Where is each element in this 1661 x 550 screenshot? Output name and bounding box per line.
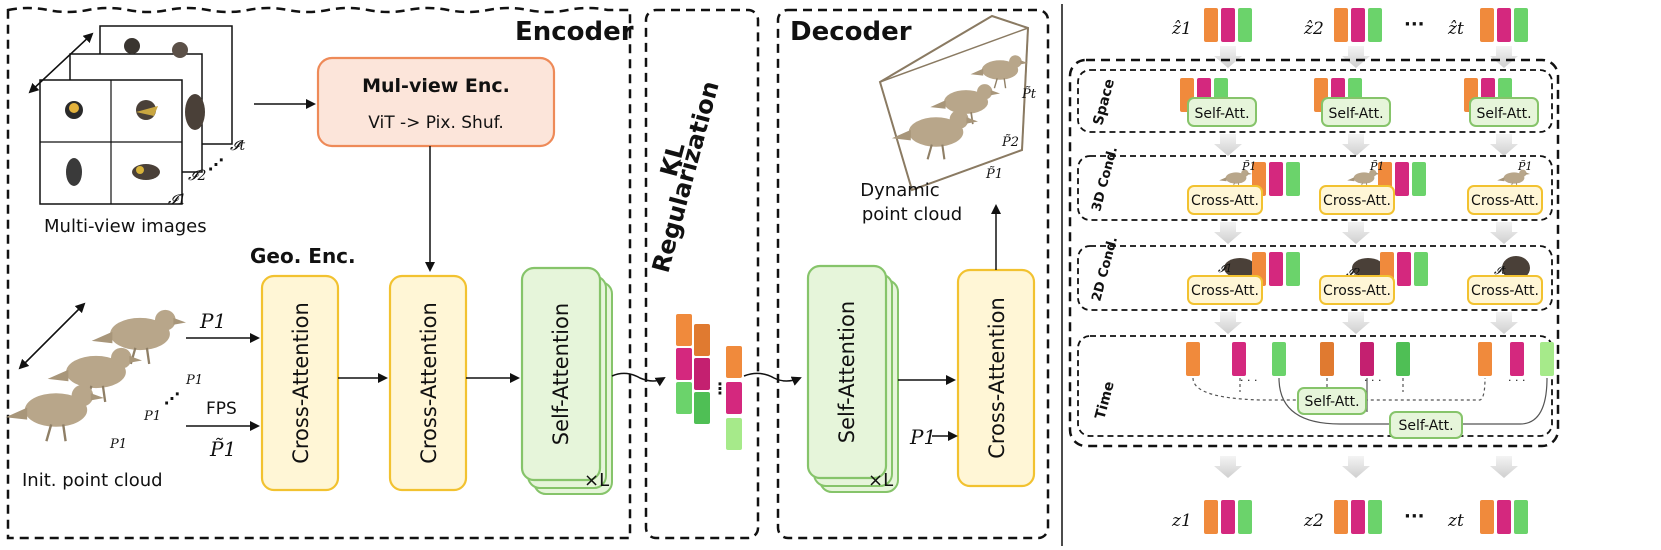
init-caption: Init. point cloud	[22, 470, 163, 491]
decoder-panel: Decoder P̃t P̃2 P̃1 Dynamic point cloud …	[776, 8, 1050, 540]
cond3d-block-2: Cross-Att.	[1323, 193, 1391, 209]
p1-tilde-input-label: P̃1	[209, 437, 236, 461]
top-token-2: ẑ2	[1303, 19, 1324, 39]
space-row: Space Self-Att. Self-Att. Self-Att.	[1077, 69, 1553, 133]
space-row-label: Space	[1090, 77, 1118, 127]
time-row-label: Time	[1092, 380, 1117, 421]
decoder-cross-attention: Cross-Attention	[956, 268, 1036, 488]
time-block-1: Self-Att.	[1304, 394, 1359, 410]
multiview-images: 𝓘1 𝓘2 ⋰ 𝓘t	[28, 25, 245, 208]
dynamic-point-cloud: P̃t P̃2 P̃1	[878, 14, 1037, 192]
mvenc-title: Mul-view Enc.	[362, 75, 510, 97]
latent-ellipsis: ⋮	[712, 379, 728, 398]
dyn-caption-1: Dynamic	[860, 180, 939, 201]
bottom-ellipsis: ···	[1404, 506, 1425, 527]
cond2d-tag-3: 𝓘t	[1494, 264, 1506, 277]
top-ellipsis: ···	[1404, 14, 1425, 35]
dec-p1-label: P1	[909, 425, 936, 449]
pc-label-3: P1	[109, 437, 127, 452]
decoder-self-attention-stack: Self-Attention ×L	[806, 264, 899, 493]
ptilde-1: P̃1	[985, 166, 1003, 182]
dyn-caption-2: point cloud	[862, 204, 962, 225]
p1-input-label: P1	[199, 309, 226, 333]
init-point-cloud: P1 P1 ⋰ P1	[4, 302, 203, 452]
ptilde-2: P̃2	[1001, 134, 1019, 150]
bottom-token-2: z2	[1303, 511, 1324, 531]
fps-label: FPS	[206, 399, 237, 419]
cross-attention-block-1: Cross-Attention	[260, 274, 340, 492]
cond3d-tag-3: P̃1	[1517, 160, 1532, 173]
transformer-detail-panel: ẑ1 ẑ2 ··· ẑt Space Self-Att. Self-Att. S…	[1068, 8, 1560, 534]
cond2d-block-3: Cross-Att.	[1471, 283, 1539, 299]
cond3d-row: 3D Cond. P̃1 P̃1 P̃1 Cross-Att. Cross-At…	[1077, 145, 1553, 221]
space-block-3: Self-Att.	[1476, 106, 1531, 122]
cond3d-block-1: Cross-Att.	[1191, 193, 1259, 209]
kl-title-line2: Regularization	[647, 78, 725, 275]
latent-tokens: ⋮	[676, 314, 742, 450]
mvenc-subtitle: ViT -> Pix. Shuf.	[368, 113, 504, 133]
cond3d-block-3: Cross-Att.	[1471, 193, 1539, 209]
top-token-t: ẑt	[1447, 19, 1464, 39]
pc-label-1: P1	[185, 373, 203, 388]
encoder-title: Encoder	[515, 17, 634, 47]
self-attention-stack: Self-Attention ×L	[520, 266, 613, 495]
decoder-title: Decoder	[790, 17, 912, 47]
frame-ellipsis: ⋰	[208, 155, 224, 174]
time-block-2: Self-Att.	[1398, 418, 1453, 434]
dec-cross-attn-label: Cross-Attention	[985, 297, 1009, 459]
cross-attn-1-label: Cross-Attention	[289, 302, 313, 464]
encoder-panel: Encoder 𝓘1 𝓘2 ⋰ 𝓘t Multi-view images	[4, 6, 634, 540]
pc-ellipsis: ⋰	[164, 389, 180, 408]
cond2d-tag-1: 𝓘1	[1218, 262, 1232, 275]
frame-label-t: 𝓘t	[230, 138, 245, 154]
kl-panel: KL Regularization ⋮	[644, 8, 760, 540]
ptilde-t: P̃t	[1021, 86, 1037, 102]
bottom-token-1: z1	[1171, 511, 1192, 531]
time-dots-2: · · ·	[1364, 374, 1381, 387]
enc-self-attn-label: Self-Attention	[549, 303, 573, 445]
bottom-token-t: zt	[1447, 511, 1464, 531]
cond2d-block-2: Cross-Att.	[1323, 283, 1391, 299]
frame-label-2: 𝓘2	[188, 168, 206, 184]
cross-attention-block-2: Cross-Attention	[388, 274, 468, 492]
frame-label-1: 𝓘1	[168, 192, 186, 208]
time-row: Time · · · · · · · · · Self-Att. Self-At…	[1077, 335, 1554, 439]
space-block-2: Self-Att.	[1328, 106, 1383, 122]
pc-label-2: P1	[143, 409, 161, 424]
dec-self-attn-label: Self-Attention	[835, 301, 859, 443]
multiview-encoder-block: Mul-view Enc. ViT -> Pix. Shuf.	[316, 56, 556, 148]
cond2d-block-1: Cross-Att.	[1191, 283, 1259, 299]
cond2d-row: 2D Cond. 𝓘1 𝓘2 𝓘t Cross-Att. Cross-Att. …	[1077, 235, 1553, 311]
space-block-1: Self-Att.	[1194, 106, 1249, 122]
cross-attn-2-label: Cross-Attention	[417, 302, 441, 464]
top-token-1: ẑ1	[1171, 19, 1192, 39]
dec-repeat-label: ×L	[868, 470, 893, 491]
enc-repeat-label: ×L	[584, 470, 609, 491]
cond3d-tag-2: P̃1	[1369, 160, 1384, 173]
cond3d-tag-1: P̃1	[1241, 160, 1256, 173]
multiview-caption: Multi-view images	[44, 216, 207, 237]
time-dots-3: · · ·	[1508, 374, 1525, 387]
geo-enc-title: Geo. Enc.	[250, 244, 356, 268]
time-dots-1: · · ·	[1240, 374, 1257, 387]
